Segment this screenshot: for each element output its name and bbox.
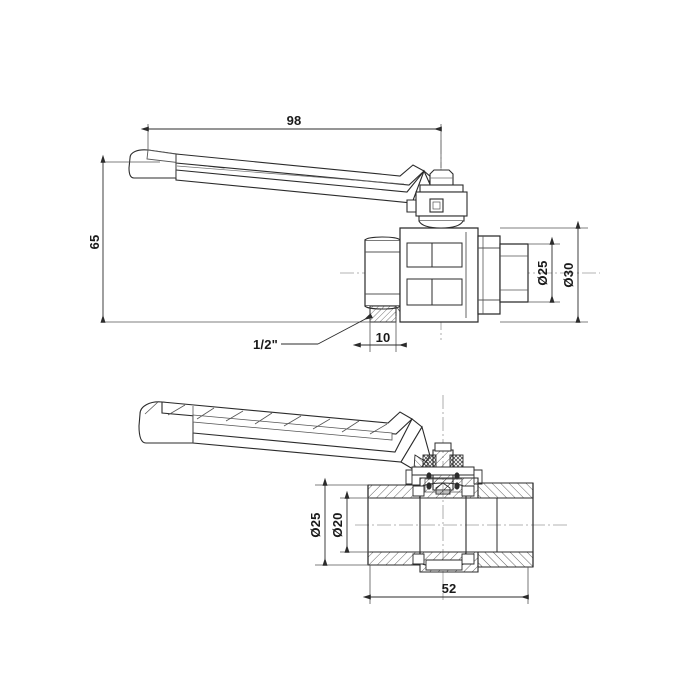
bottom-section-view: Ø25 Ø20 52 bbox=[138, 395, 570, 604]
dimension-65 bbox=[100, 154, 370, 323]
dim-label-d20-bottom: Ø20 bbox=[330, 512, 345, 537]
stem-collar-lip bbox=[418, 215, 465, 222]
body-face-upper-right bbox=[432, 242, 463, 268]
top-elevation-view: 98 65 10 1/2" Ø25 bbox=[87, 113, 600, 352]
ball-seats bbox=[419, 490, 467, 560]
right-male-thread bbox=[499, 243, 529, 303]
left-socket-wall-lower bbox=[367, 551, 421, 566]
leader-angled-half-inch bbox=[317, 313, 374, 345]
stem-head bbox=[434, 442, 452, 452]
right-hex-collar bbox=[477, 235, 501, 315]
callout-half-inch bbox=[281, 313, 374, 345]
body-face-lower-left bbox=[406, 278, 433, 306]
bore-outline bbox=[368, 497, 533, 553]
gland-lug-left bbox=[405, 469, 413, 485]
left-hex-nut bbox=[364, 239, 401, 307]
seat-gasket-left-lower bbox=[412, 553, 425, 565]
stem-washer bbox=[419, 184, 464, 193]
dim-label-d25-bottom: Ø25 bbox=[308, 512, 323, 537]
dim-label-d30-top: Ø30 bbox=[561, 262, 576, 287]
right-end-wall-lower bbox=[477, 551, 534, 568]
body-stem-boss bbox=[418, 220, 464, 229]
dim-label-98: 98 bbox=[287, 113, 302, 128]
dim-label-65: 65 bbox=[87, 235, 102, 250]
handle-shaft-seam bbox=[176, 165, 405, 185]
gland-plate bbox=[411, 466, 475, 476]
dimension-10 bbox=[352, 316, 407, 352]
dimension-52 bbox=[362, 565, 529, 604]
left-hex-top-curve bbox=[364, 236, 401, 241]
seat-gasket-left-upper bbox=[412, 485, 425, 497]
stem-keyway-inner bbox=[432, 201, 441, 210]
left-thread-section bbox=[369, 305, 397, 323]
dimension-d30-top bbox=[500, 220, 588, 323]
stem-collar-tab bbox=[406, 199, 417, 213]
bottom-handle-ribs bbox=[144, 401, 388, 435]
dimension-d25-bottom bbox=[315, 477, 368, 566]
dimension-98 bbox=[140, 124, 442, 168]
body-face-upper-left bbox=[406, 242, 433, 268]
body-face-lower-right bbox=[432, 278, 463, 306]
seat-gasket-right-upper bbox=[461, 485, 475, 497]
stem-nut-assembly bbox=[406, 169, 468, 222]
seat-gasket-right-lower bbox=[461, 553, 475, 565]
bottom-view-centerlines bbox=[355, 395, 570, 600]
callout-label-half-inch: 1/2" bbox=[253, 337, 278, 352]
right-end-wall-upper bbox=[477, 482, 534, 499]
dimension-d25-top bbox=[528, 236, 560, 303]
dim-label-52: 52 bbox=[442, 581, 457, 596]
dim-label-10: 10 bbox=[376, 330, 391, 345]
valve-body-exterior bbox=[364, 220, 529, 323]
left-socket-wall-upper bbox=[367, 484, 421, 499]
valve-body-section bbox=[367, 477, 534, 573]
dim-label-d25-top: Ø25 bbox=[535, 260, 550, 285]
dimension-d20-bottom bbox=[340, 490, 370, 553]
stem-hex-nut bbox=[429, 169, 454, 186]
bottom-retainer bbox=[425, 559, 463, 571]
ball-stem-slot bbox=[435, 482, 451, 495]
